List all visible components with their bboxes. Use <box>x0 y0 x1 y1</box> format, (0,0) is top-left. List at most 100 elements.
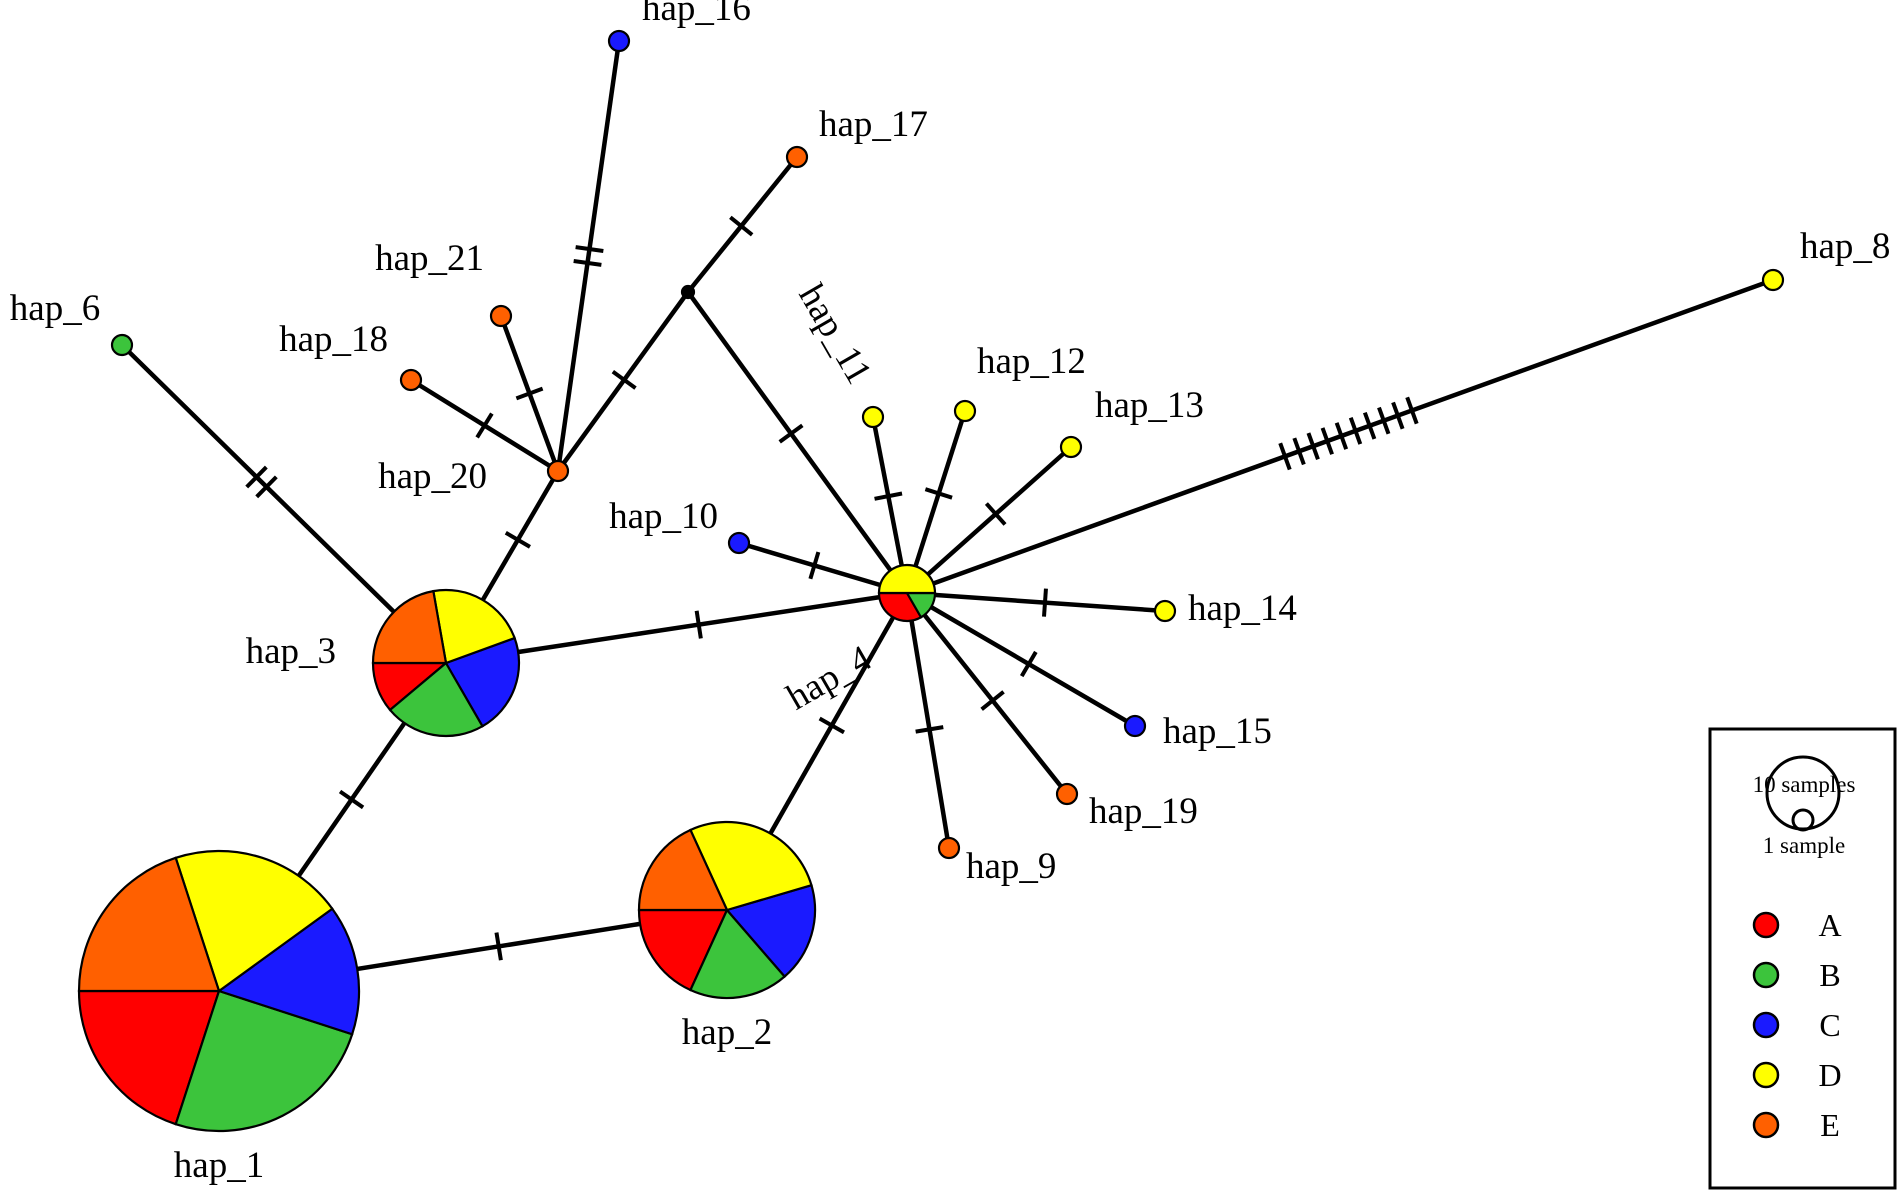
slice-hap_8-D <box>1761 268 1785 292</box>
mutation-tick-hap_4-hap_8 <box>1292 437 1306 466</box>
label-hap_19: hap_19 <box>1089 791 1198 832</box>
slice-hap_1-A <box>77 989 221 1126</box>
node-hap_16 <box>607 29 631 53</box>
mutation-tick-hap_4-hap_8 <box>1377 406 1391 435</box>
node-hap_3 <box>371 588 521 738</box>
label-hap_14: hap_14 <box>1188 588 1297 629</box>
node-hap_1 <box>77 849 361 1133</box>
slice-hap_9-E <box>937 836 961 860</box>
slice-hap_6-B <box>110 333 134 357</box>
slice-hap_15-C <box>1123 714 1147 738</box>
mutation-tick-hap_4-hap_10 <box>808 551 821 580</box>
mutation-tick-hap_4-hap_8 <box>1334 422 1349 450</box>
slice-hap_3-C <box>444 636 521 728</box>
legend-label-D: D <box>1818 1057 1841 1093</box>
legend-swatch-A <box>1752 911 1780 939</box>
legend-label-C: C <box>1819 1007 1840 1043</box>
legend-label-B: B <box>1819 957 1840 993</box>
mutation-tick-hap_4-hap_8 <box>1405 396 1419 425</box>
node-hap_17 <box>785 145 809 169</box>
slice-hap_3-D <box>432 588 517 665</box>
slice-hap_17-E <box>785 145 809 169</box>
slice-hap_1-E <box>77 856 221 993</box>
median-vector-node <box>680 284 696 300</box>
mutation-tick-hap_4-hap_13 <box>984 502 1007 526</box>
edge-hap_20-hap_16 <box>555 40 622 472</box>
label-hap_16: hap_16 <box>642 0 751 29</box>
legend-swatch-D <box>1752 1061 1780 1089</box>
node-hap_9 <box>937 836 961 860</box>
slice-hap_13-D <box>1059 435 1083 459</box>
legend-swatch-B <box>1752 961 1780 989</box>
node-hap_19 <box>1055 782 1079 806</box>
slice-hap_12-D <box>953 399 977 423</box>
mutation-tick-hap_20-hap_16 <box>575 245 604 254</box>
label-hap_2: hap_2 <box>682 1012 772 1053</box>
mutation-tick-hap_4-hap_11 <box>874 491 903 501</box>
edge-hap_4-hap_19 <box>905 591 1069 796</box>
mutation-tick-hap_20-hap_16 <box>573 258 602 267</box>
node-hap_18 <box>399 368 423 392</box>
slice-hap_2-A <box>637 908 729 992</box>
label-hap_18: hap_18 <box>279 319 388 360</box>
label-hap_10: hap_10 <box>609 496 718 537</box>
label-hap_9: hap_9 <box>966 846 1056 887</box>
node-hap_20 <box>546 459 570 483</box>
label-hap_8: hap_8 <box>1800 226 1890 267</box>
label-hap_12: hap_12 <box>977 341 1086 382</box>
node-hap_11 <box>861 405 885 429</box>
mutation-tick-hap_4-hap_8 <box>1391 401 1405 430</box>
node-hap_8 <box>1761 268 1785 292</box>
slice-hap_2-D <box>688 820 813 912</box>
mutation-tick-hap_1-hap_3 <box>338 789 365 810</box>
mutation-tick-hap_20-hap_21 <box>515 386 544 401</box>
node-hap_13 <box>1059 435 1083 459</box>
mutation-tick-hap_20-hap_18 <box>475 412 494 439</box>
slice-hap_19-E <box>1055 782 1079 806</box>
slice-hap_2-B <box>688 907 787 1000</box>
edge-hap_4-hap_14 <box>906 590 1166 614</box>
edge-hap_4-hap_9 <box>904 592 952 849</box>
mutation-tick-hap_4-hap_9 <box>915 725 944 734</box>
label-hap_4: hap_4 <box>780 638 879 719</box>
node-hap_14 <box>1153 599 1177 623</box>
mutation-tick-hap_4-hap_15 <box>1019 650 1038 678</box>
legend-size-large-label: 10 samples <box>1753 772 1856 797</box>
node-hap_6 <box>110 333 134 357</box>
label-hap_15: hap_15 <box>1163 711 1272 752</box>
slice-hap_1-B <box>174 989 354 1133</box>
label-hap_17: hap_17 <box>819 104 928 145</box>
legend-swatch-E <box>1752 1111 1780 1139</box>
slice-mv1-median <box>680 284 696 300</box>
slice-hap_16-C <box>607 29 631 53</box>
edge-hap_3-hap_4 <box>445 590 908 666</box>
mutation-tick-hap_3-hap_6 <box>255 475 278 499</box>
mutation-tick-hap_3-hap_4 <box>694 610 703 639</box>
legend-label-A: A <box>1818 907 1841 943</box>
node-hap_15 <box>1123 714 1147 738</box>
mutation-tick-hap_2-hap_4 <box>818 716 845 735</box>
label-hap_11: hap_11 <box>790 277 879 391</box>
mutation-tick-mv1-hap_17 <box>729 215 754 237</box>
slice-hap_20-E <box>546 459 570 483</box>
legend-frame <box>1708 727 1897 1190</box>
node-hap_21 <box>489 304 513 328</box>
edge-hap_4-hap_15 <box>905 591 1137 728</box>
mutation-tick-hap_4-hap_8 <box>1306 432 1320 461</box>
mutation-tick-hap_3-hap_6 <box>245 465 268 489</box>
legend-size-small-label: 1 sample <box>1763 833 1845 858</box>
label-hap_3: hap_3 <box>246 631 336 672</box>
mutation-tick-hap_4-hap_12 <box>924 487 953 500</box>
edge-hap_4-hap_10 <box>738 540 908 596</box>
slice-hap_1-C <box>216 907 361 1036</box>
network-nodes <box>77 29 1785 1133</box>
slice-hap_2-C <box>725 883 817 979</box>
mutation-tick-hap_1-hap_2 <box>494 932 503 961</box>
slice-hap_3-B <box>388 661 485 738</box>
mutation-tick-hap_4-hap_8 <box>1320 427 1334 455</box>
label-hap_21: hap_21 <box>375 238 484 279</box>
mutation-tick-hap_4-hap_8 <box>1278 442 1292 471</box>
